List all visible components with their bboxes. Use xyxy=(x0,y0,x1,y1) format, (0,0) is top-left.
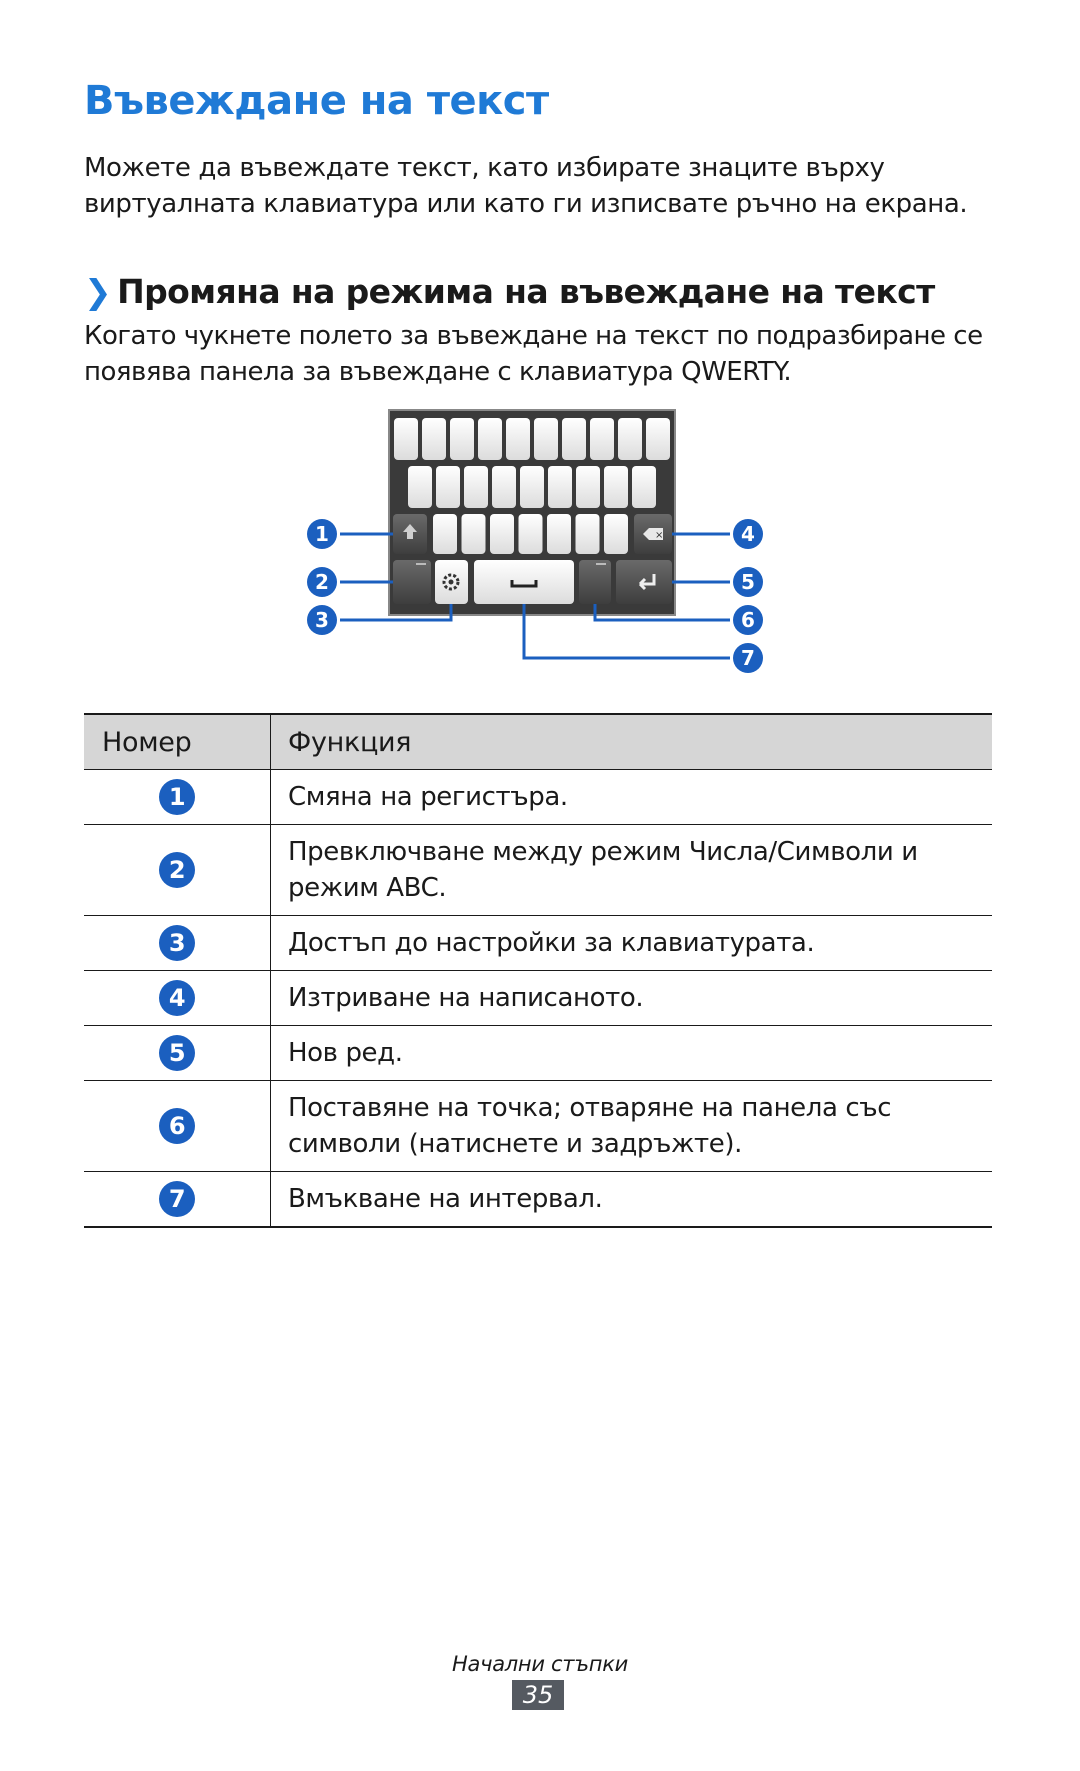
table-row: 1 Смяна на регистъра. xyxy=(84,769,992,825)
keyboard-figure: × 1 2 3 4 5 6 7 xyxy=(300,400,770,690)
callout-badge-5 xyxy=(733,567,763,597)
qwerty-keyboard-illustration: × 1 2 3 4 5 6 7 xyxy=(307,409,763,673)
letter-key xyxy=(547,514,571,554)
letter-key xyxy=(394,418,418,460)
callout-number-badge: 1 xyxy=(159,779,195,815)
letter-key xyxy=(506,418,530,460)
table-row: 4 Изтриване на написаното. xyxy=(84,970,992,1026)
letter-key xyxy=(548,466,572,508)
callout-badge-3 xyxy=(307,605,337,635)
callout-label-7: 7 xyxy=(741,646,755,670)
intro-paragraph: Можете да въвеждате текст, като избирате… xyxy=(84,153,968,219)
callout-label-4: 4 xyxy=(741,522,755,546)
letter-key xyxy=(492,466,516,508)
letter-key xyxy=(433,514,457,554)
callout-label-3: 3 xyxy=(315,608,329,632)
chevron-right-icon: ❯ xyxy=(84,272,112,311)
key-row-1 xyxy=(394,418,670,460)
letter-key xyxy=(478,418,502,460)
gear-icon xyxy=(442,573,460,591)
callout-number-badge: 6 xyxy=(159,1108,195,1144)
letter-key xyxy=(576,466,600,508)
letter-key xyxy=(464,466,488,508)
callout-lines xyxy=(340,532,730,660)
function-text: Нов ред. xyxy=(270,1025,992,1081)
callout-badges: 1 2 3 4 5 6 7 xyxy=(307,519,763,673)
callout-label-5: 5 xyxy=(741,570,755,594)
section-heading: ❯Промяна на режима на въвеждане на текст xyxy=(84,272,935,311)
letter-key xyxy=(450,418,474,460)
table-row: 2 Превключване между режим Числа/Символи … xyxy=(84,824,992,916)
letter-key xyxy=(518,514,543,554)
callout-number-badge: 7 xyxy=(159,1181,195,1217)
header-function: Функция xyxy=(270,714,992,770)
header-number: Номер xyxy=(84,714,271,770)
function-text: Вмъкване на интервал. xyxy=(270,1171,992,1227)
letter-key xyxy=(632,466,656,508)
table-row: 5 Нов ред. xyxy=(84,1025,992,1081)
backspace-icon xyxy=(643,528,663,540)
page-title: Въвеждане на текст xyxy=(84,78,549,124)
table-row: 3 Достъп до настройки за клавиатурата. xyxy=(84,915,992,971)
letter-key xyxy=(590,418,614,460)
function-text: Достъп до настройки за клавиатурата. xyxy=(270,915,992,971)
section-paragraph: Когато чукнете полето за въвеждане на те… xyxy=(84,321,983,387)
function-text: Изтриване на написаното. xyxy=(270,970,992,1026)
callout-number-badge: 3 xyxy=(159,925,195,961)
space-icon xyxy=(510,580,538,588)
letter-key xyxy=(436,466,460,508)
callout-badge-2 xyxy=(307,567,337,597)
svg-text:×: × xyxy=(655,530,663,541)
shift-arrow-icon xyxy=(403,524,417,539)
function-table: Номер Функция 1 Смяна на регистъра. 2 Прев… xyxy=(84,713,992,1228)
callout-badge-1 xyxy=(307,519,337,549)
table-header-row: Номер Функция xyxy=(84,714,992,770)
letter-key xyxy=(618,418,642,460)
table-row: 6 Поставяне на точка; отваряне на панела … xyxy=(84,1080,992,1172)
key-row-3 xyxy=(433,514,628,554)
letter-key xyxy=(534,418,558,460)
callout-number-badge: 2 xyxy=(159,852,195,888)
mode-switch-key xyxy=(393,560,431,604)
page-number: 35 xyxy=(512,1680,564,1710)
key-row-2 xyxy=(408,466,656,508)
callout-number-badge: 4 xyxy=(159,980,195,1016)
letter-key xyxy=(604,514,628,554)
letter-key xyxy=(562,418,586,460)
letter-key xyxy=(575,514,600,554)
letter-key xyxy=(422,418,446,460)
table-row: 7 Вмъкване на интервал. xyxy=(84,1171,992,1227)
letter-key xyxy=(490,514,514,554)
letter-key xyxy=(646,418,670,460)
letter-key xyxy=(520,466,544,508)
callout-badge-7 xyxy=(733,643,763,673)
function-text: Смяна на регистъра. xyxy=(270,769,992,825)
period-key xyxy=(579,560,611,604)
callout-badge-6 xyxy=(733,605,763,635)
letter-key xyxy=(408,466,432,508)
section-heading-text: Промяна на режима на въвеждане на текст xyxy=(117,272,935,311)
function-text: Поставяне на точка; отваряне на панела с… xyxy=(270,1080,992,1172)
enter-icon xyxy=(638,574,656,591)
callout-label-2: 2 xyxy=(315,570,329,594)
space-key xyxy=(474,560,574,604)
callout-label-6: 6 xyxy=(741,608,755,632)
callout-label-1: 1 xyxy=(315,522,329,546)
letter-key xyxy=(461,514,486,554)
footer-section-label: Начални стъпки xyxy=(452,1652,628,1676)
letter-key xyxy=(604,466,628,508)
function-text: Превключване между режим Числа/Символи и… xyxy=(270,824,992,916)
callout-number-badge: 5 xyxy=(159,1035,195,1071)
callout-badge-4 xyxy=(733,519,763,549)
